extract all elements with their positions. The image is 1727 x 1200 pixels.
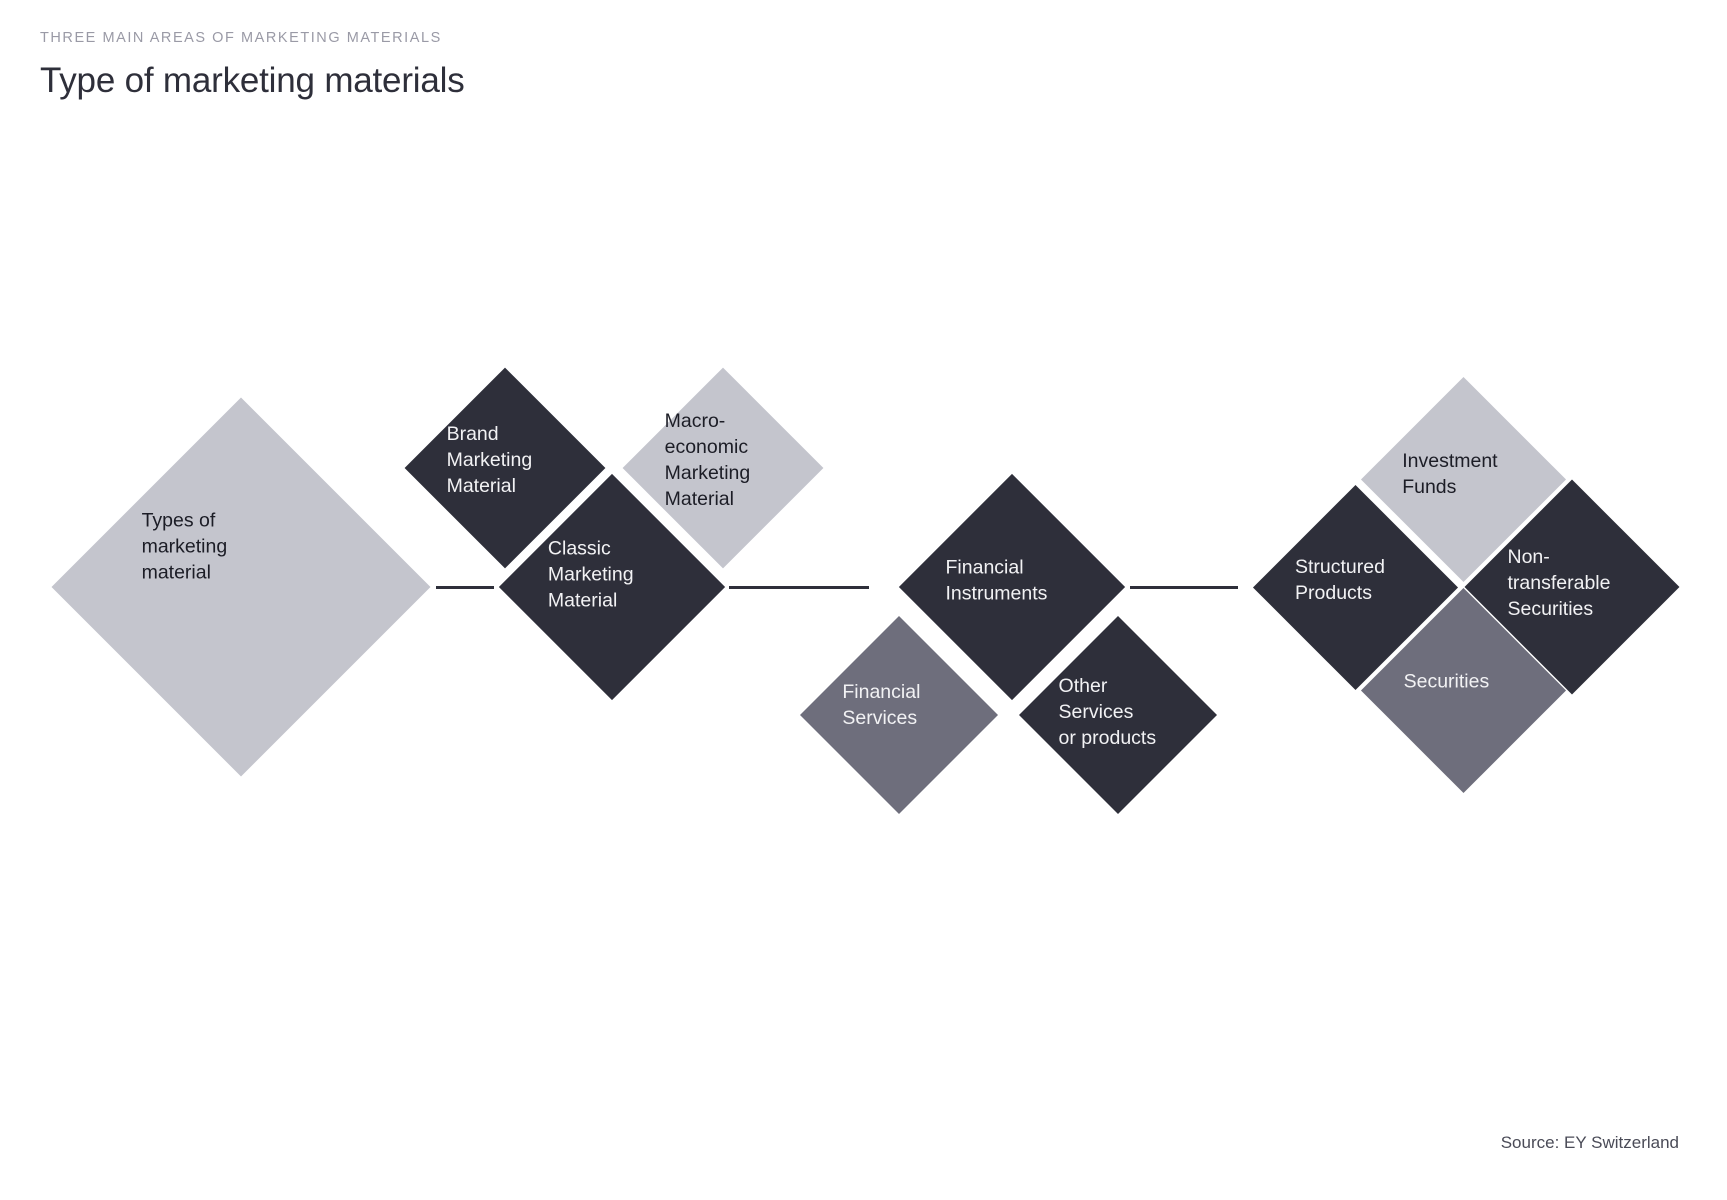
connector-line	[1130, 586, 1238, 589]
connector-line	[436, 586, 494, 589]
diamond-node-label: Classic Marketing Material	[547, 537, 634, 612]
diamond-node-label: Financial Services	[842, 680, 921, 729]
diamond-node-label: Structured Products	[1294, 555, 1385, 604]
page-header: THREE MAIN AREAS OF MARKETING MATERIALS …	[40, 30, 1240, 102]
source-credit: Source: EY Switzerland	[1500, 1133, 1679, 1152]
diamond-node-types[interactable]: Types of marketing material	[51, 397, 431, 777]
page-title: Type of marketing materials	[40, 61, 465, 101]
diamond-node-label: Other Services or products	[1058, 674, 1156, 749]
diamond-node-label: Types of marketing material	[141, 508, 228, 583]
connector-line	[729, 586, 869, 589]
diamond-node-label: Non- transferable Securities	[1507, 545, 1611, 620]
diamond-node-label: Macro- economic Marketing Material	[664, 410, 751, 510]
eyebrow-label: THREE MAIN AREAS OF MARKETING MATERIALS	[40, 30, 442, 46]
diamond-node-label: Investment Funds	[1402, 449, 1498, 498]
diamond-node-label: Brand Marketing Material	[446, 422, 533, 497]
diamond-node-label: Securities	[1403, 670, 1490, 693]
diamond-node-label: Financial Instruments	[945, 555, 1048, 604]
